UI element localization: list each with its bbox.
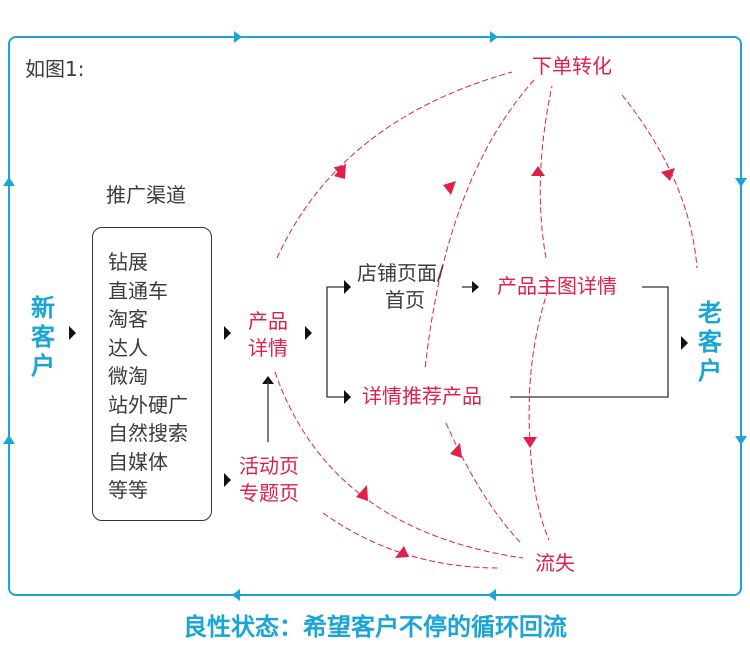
channel-item: 直通车: [108, 278, 168, 303]
channel-item: 达人: [108, 335, 148, 360]
shop-page-line1: 店铺页面/: [357, 261, 444, 285]
shop-page-line2: 首页: [385, 288, 425, 312]
channel-item: 等等: [108, 478, 148, 502]
conversion-curves: [274, 71, 698, 569]
channels-box: [92, 227, 212, 521]
product-detail-line2: 详情: [248, 336, 288, 360]
channel-item: 站外硬广: [108, 392, 188, 417]
activity-page-line1: 活动页: [239, 454, 299, 478]
product-detail-line1: 产品: [248, 309, 288, 333]
detail-recommend-node: 详情推荐产品: [362, 384, 482, 408]
old-customer-node: 老客户: [698, 299, 722, 385]
channel-item: 钻展: [108, 250, 148, 274]
channel-item: 淘客: [108, 307, 148, 331]
main-image-detail-node: 产品主图详情: [497, 274, 617, 298]
diagram-caption: 良性状态：希望客户不停的循环回流: [183, 613, 567, 641]
churn-node: 流失: [535, 551, 575, 575]
curve-arrowheads: [334, 163, 675, 558]
cycle-arrows: [3, 31, 747, 601]
channel-item: 微淘: [108, 364, 148, 388]
cycle-loop: [8, 36, 742, 596]
channel-item: 自然搜索: [108, 421, 188, 445]
activity-page-line2: 专题页: [239, 481, 299, 505]
channels-list: 钻展 直通车 淘客 达人 微淘 站外硬广 自然搜索 自媒体 等等: [108, 250, 188, 507]
flow-lines: [267, 286, 669, 442]
channel-item: 自媒体: [108, 449, 168, 474]
figure-label: 如图1:: [25, 57, 85, 81]
channels-title: 推广渠道: [106, 183, 186, 207]
order-conversion-node: 下单转化: [532, 54, 612, 78]
new-customer-node: 新客户: [31, 294, 55, 380]
